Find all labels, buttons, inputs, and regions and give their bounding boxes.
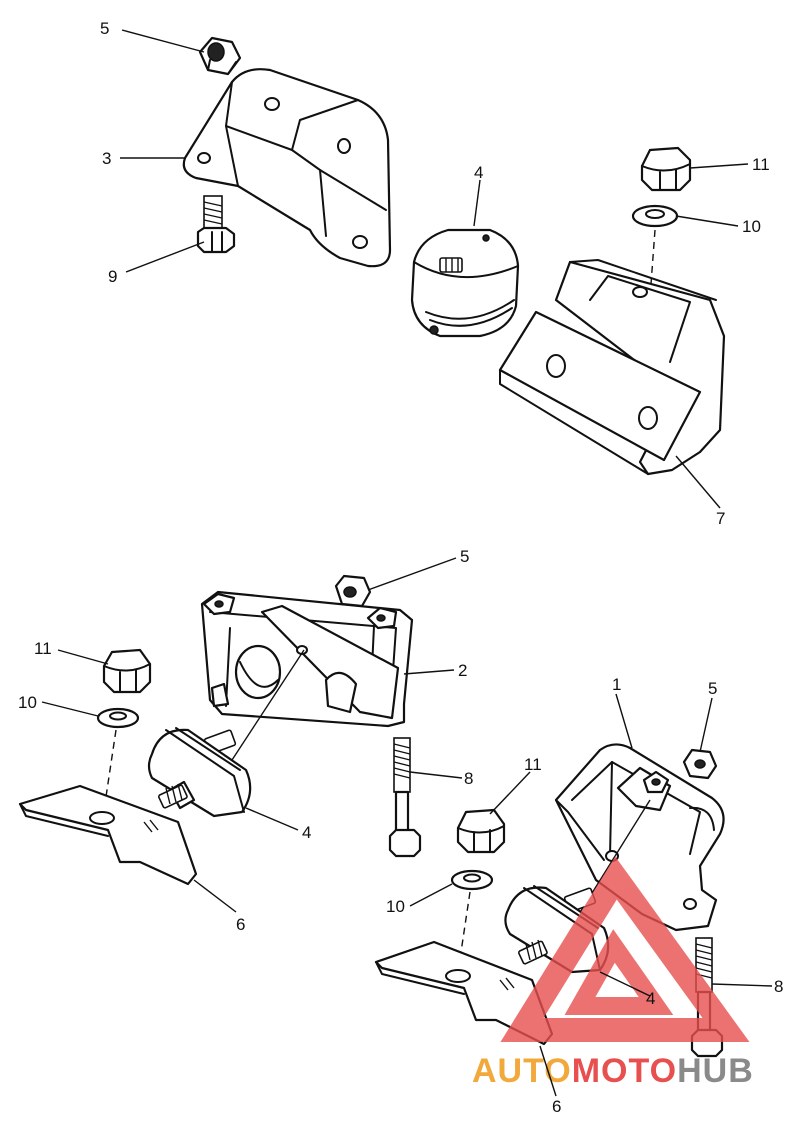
watermark-auto: AUTO <box>472 1052 572 1090</box>
plate-part-6-left <box>18 784 198 886</box>
cradle-part-7 <box>498 259 726 476</box>
rubber-mount-part-4-top <box>410 228 520 338</box>
callout-2: 2 <box>458 661 467 680</box>
bracket-part-2 <box>200 590 414 728</box>
alignment-dash-left <box>103 729 117 811</box>
callout-10-right: 10 <box>386 897 405 916</box>
watermark-hub: HUB <box>677 1052 754 1090</box>
callout-10-top: 10 <box>742 217 761 236</box>
callout-3: 3 <box>102 149 111 168</box>
alignment-line-mid <box>231 649 305 761</box>
callout-1: 1 <box>612 675 621 694</box>
callout-10-left: 10 <box>18 693 37 712</box>
callout-4-right: 4 <box>646 989 655 1008</box>
callout-4-top: 4 <box>474 163 483 182</box>
callout-5-right: 5 <box>708 679 717 698</box>
callout-11-right: 11 <box>524 755 542 774</box>
bracket-part-1 <box>554 743 725 932</box>
callout-11-top: 11 <box>752 155 770 174</box>
callout-9: 9 <box>108 267 117 286</box>
bolt-part-9 <box>196 195 236 254</box>
washer-part-10-right <box>450 869 494 891</box>
callout-8-right: 8 <box>774 977 783 996</box>
callout-labels: 5 3 9 4 11 10 7 5 2 11 10 8 4 6 1 5 11 1… <box>18 19 783 1116</box>
bolt-part-8-mid <box>388 737 422 858</box>
alignment-dash-top <box>650 229 656 285</box>
callout-11-left: 11 <box>34 639 52 658</box>
nut-part-5-top <box>198 36 242 76</box>
watermark-text: AUTOMOTOHUB <box>472 1052 754 1090</box>
leader-lines <box>41 29 773 1097</box>
nut-part-11-left <box>102 648 152 694</box>
callout-5-mid: 5 <box>460 547 469 566</box>
nut-part-11-top <box>640 146 692 192</box>
callout-6-left: 6 <box>236 915 245 934</box>
nut-part-11-right <box>456 808 506 854</box>
watermark-logo <box>500 856 750 1042</box>
alignment-dash-right <box>457 891 471 973</box>
callout-7: 7 <box>716 509 725 528</box>
callout-6-right: 6 <box>552 1097 561 1116</box>
callout-4-left: 4 <box>302 823 311 842</box>
callout-5-top: 5 <box>100 19 109 38</box>
nut-part-5-right <box>682 748 718 780</box>
callout-8-mid: 8 <box>464 769 473 788</box>
watermark-moto: MOTO <box>572 1052 677 1090</box>
bracket-part-3 <box>182 68 392 268</box>
rubber-mount-part-4-left <box>147 727 252 818</box>
washer-part-10-left <box>96 707 140 729</box>
nut-part-5-mid <box>334 574 372 608</box>
washer-part-10-top <box>631 204 679 228</box>
